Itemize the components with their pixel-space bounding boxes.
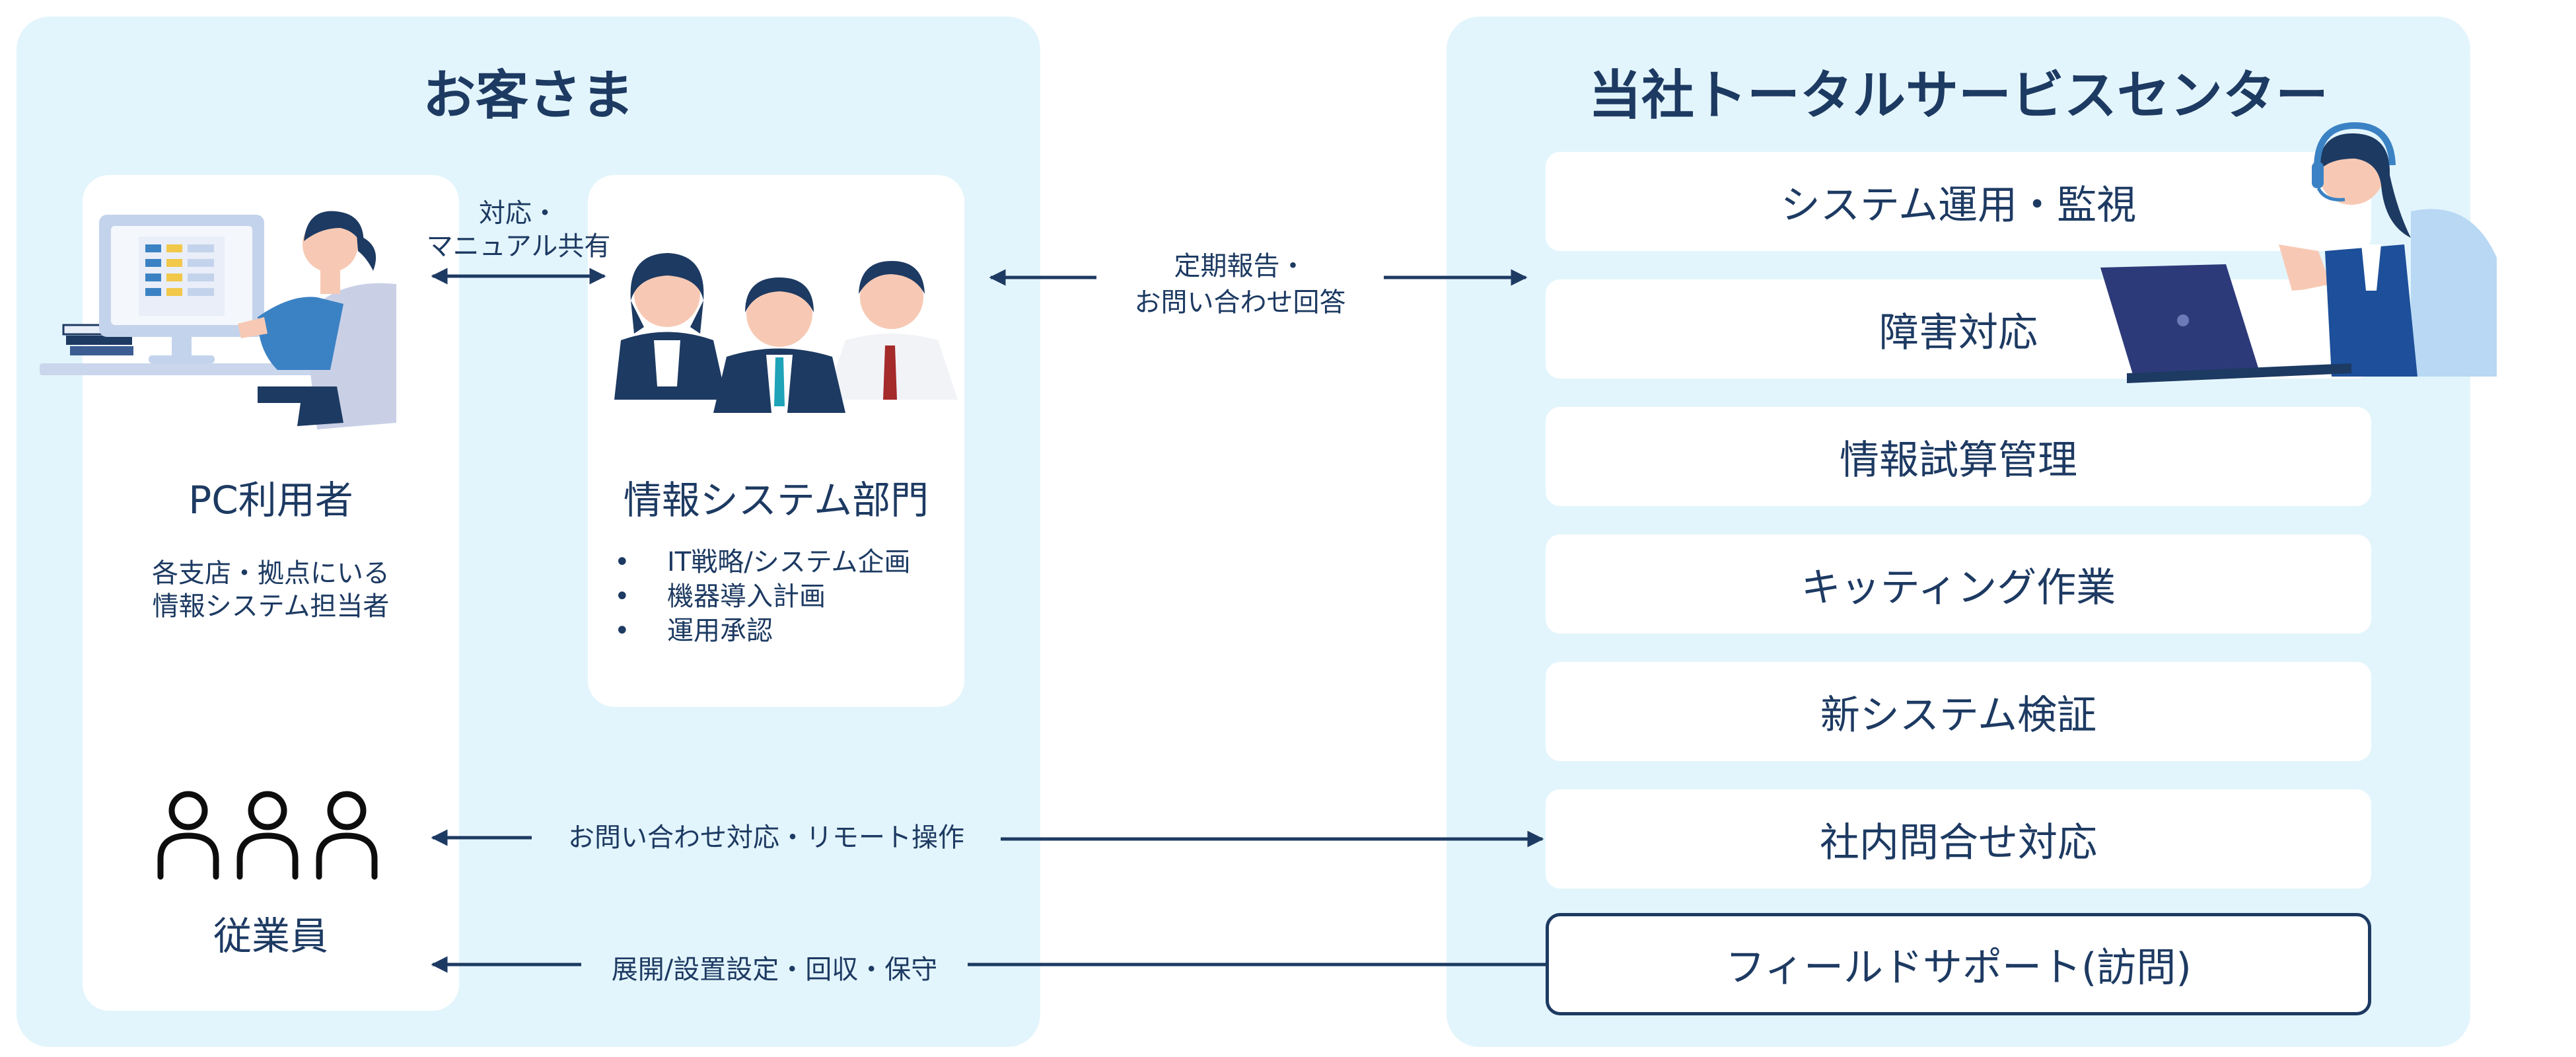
service-item: システム運用・監視 xyxy=(1546,152,2371,251)
service-item: 社内問合せ対応 xyxy=(1546,789,2371,889)
flow-remote: お問い合わせ対応・リモート操作 xyxy=(568,822,964,853)
employees-icon xyxy=(157,791,378,880)
flow-deploy: 展開/設置設定・回収・保守 xyxy=(611,955,938,985)
service-item: 新システム検証 xyxy=(1546,662,2371,761)
pc-user-desc-line2: 情報システム担当者 xyxy=(152,591,390,622)
is-dept-name: 情報システム部門 xyxy=(623,478,929,523)
is-dept-bullet: 機器導入計画 xyxy=(601,579,911,614)
service-item-field-support: フィールドサポート(訪問) xyxy=(1546,913,2371,1015)
employees-name: 従業員 xyxy=(213,914,328,959)
pc-user-desc-line1: 各支店・拠点にいる xyxy=(152,558,390,589)
is-dept-bullet: IT戦略/システム企画 xyxy=(601,545,911,579)
is-dept-bullets: IT戦略/システム企画 機器導入計画 運用承認 xyxy=(601,545,911,648)
flow-manual-line1: 対応・ xyxy=(479,198,558,229)
is-dept-illustration xyxy=(614,253,958,413)
pc-user-name: PC利用者 xyxy=(188,478,353,523)
flow-manual-line2: マニュアル共有 xyxy=(426,231,611,262)
pc-user-illustration xyxy=(40,211,396,429)
service-item: キッティング作業 xyxy=(1546,534,2371,634)
is-dept-bullet: 運用承認 xyxy=(601,614,911,648)
center-title: 当社トータルサービスセンター xyxy=(1589,65,2328,126)
operator-illustration xyxy=(2100,122,2497,383)
flow-report-line1: 定期報告・ xyxy=(1174,251,1306,281)
flow-report-line2: お問い合わせ回答 xyxy=(1134,287,1346,318)
customer-title: お客さま xyxy=(423,65,634,126)
service-item: 情報試算管理 xyxy=(1546,407,2371,506)
